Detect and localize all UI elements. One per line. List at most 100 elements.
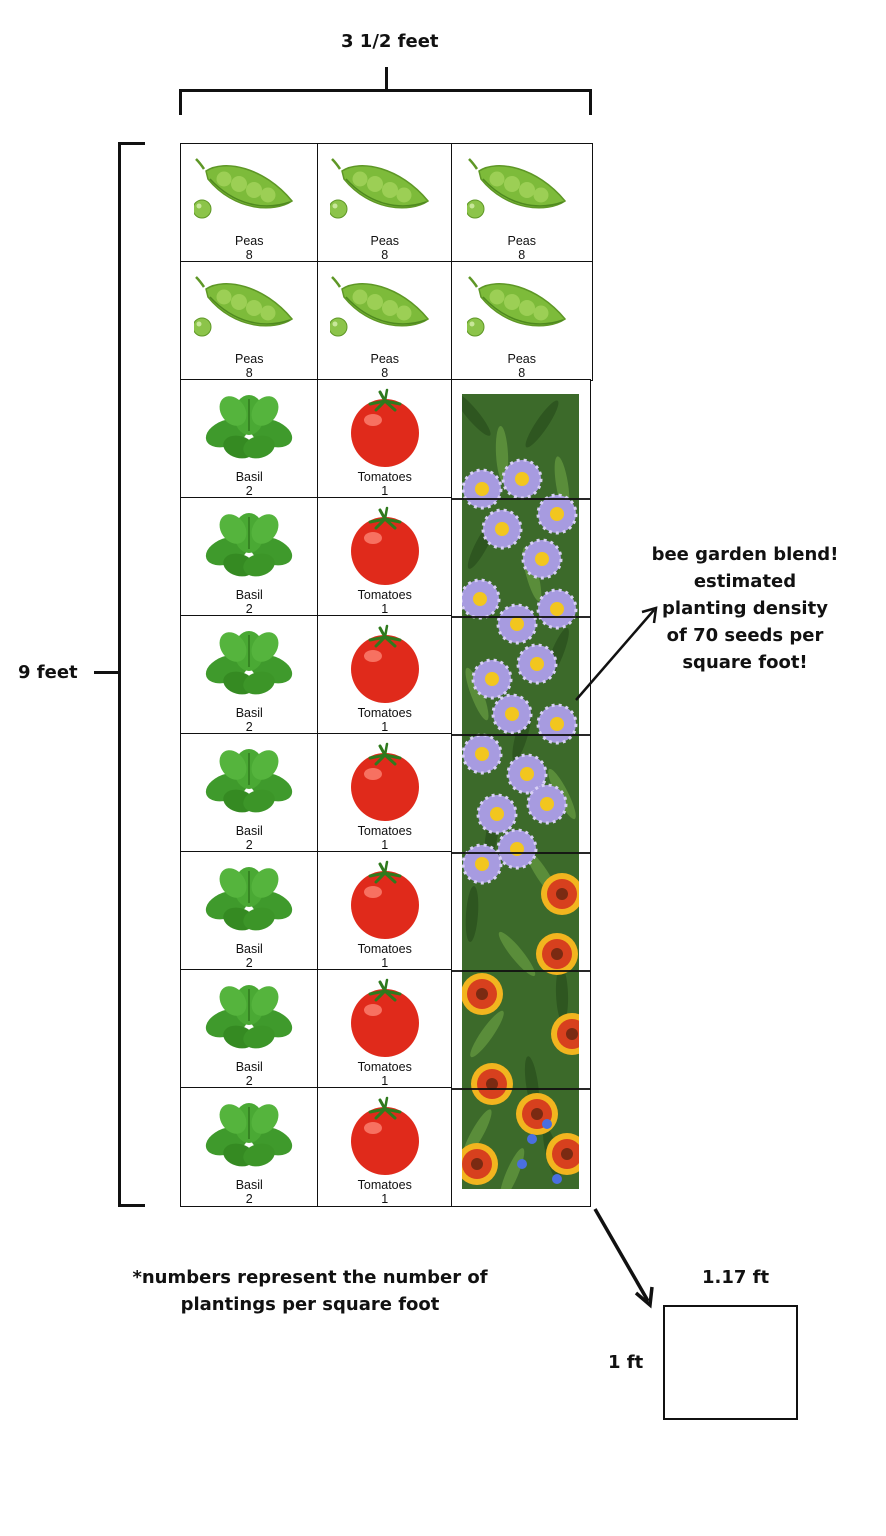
basil-leaves-icon (181, 742, 318, 822)
tomato-icon (318, 742, 452, 822)
bee-garden-flower-column (451, 379, 591, 1207)
flower-row-divider (452, 852, 590, 854)
footnote-line: plantings per square foot (180, 1294, 440, 1315)
tomato-icon (318, 506, 452, 586)
basil-leaves-icon (181, 624, 318, 704)
plant-name: Tomatoes (357, 824, 412, 838)
flower-note: bee garden blend! estimated planting den… (645, 541, 845, 676)
flower-note-line: square foot! (682, 652, 808, 673)
plant-count: 1 (381, 1074, 389, 1088)
plant-count: 1 (381, 956, 389, 970)
pea-pod-icon (318, 270, 452, 350)
plant-name: Basil (235, 706, 263, 720)
plant-count: 8 (381, 366, 389, 380)
plant-count: 8 (518, 366, 526, 380)
plant-count: 2 (245, 1074, 253, 1088)
flower-row-divider (452, 734, 590, 736)
pea-pod-icon (181, 270, 318, 350)
flower-row-divider (452, 616, 590, 618)
footnote: *numbers represent the number of plantin… (120, 1264, 500, 1318)
footnote-line: *numbers represent the number of (132, 1267, 488, 1288)
flower-row-divider (452, 498, 590, 500)
plant-count: 8 (518, 248, 526, 262)
plant-count: 1 (381, 1192, 389, 1206)
plant-name: Peas (235, 352, 264, 366)
flower-row-divider (452, 1088, 590, 1090)
plant-name: Basil (235, 588, 263, 602)
plant-count: 2 (245, 484, 253, 498)
plant-name: Tomatoes (357, 588, 412, 602)
flower-note-line: planting density (662, 598, 828, 619)
plant-count: 8 (381, 248, 389, 262)
flower-note-line: estimated (693, 571, 797, 592)
plant-name: Peas (507, 234, 537, 248)
square-height-label: 1 ft (608, 1352, 644, 1373)
plant-count: 2 (245, 720, 253, 734)
plant-name: Basil (235, 1060, 263, 1074)
plant-name: Basil (235, 470, 263, 484)
plant-count: 2 (245, 956, 253, 970)
pea-pod-icon (318, 152, 452, 232)
basil-leaves-icon (181, 860, 318, 940)
flower-note-arrow (575, 606, 658, 701)
flower-row-divider (452, 970, 590, 972)
flower-note-line: of 70 seeds per (666, 625, 824, 646)
plant-count: 1 (381, 484, 389, 498)
tomato-icon (318, 860, 452, 940)
plant-name: Peas (370, 352, 400, 366)
plant-name: Peas (235, 234, 264, 248)
plant-name: Tomatoes (357, 470, 412, 484)
plant-name: Peas (507, 352, 537, 366)
tomato-icon (318, 1096, 452, 1176)
square-detail-arrow (593, 1208, 654, 1309)
one-square-foot-box (663, 1305, 798, 1420)
tomato-icon (318, 978, 452, 1058)
height-label: 9 feet (18, 662, 78, 683)
flower-note-line: bee garden blend! (651, 544, 839, 565)
basil-leaves-icon (181, 388, 318, 468)
plant-count: 2 (245, 838, 253, 852)
tomato-icon (318, 624, 452, 704)
plant-count: 2 (245, 602, 253, 616)
plant-count: 8 (245, 366, 253, 380)
plant-name: Tomatoes (357, 706, 412, 720)
width-label: 3 1/2 feet (341, 31, 439, 52)
plant-count: 1 (381, 602, 389, 616)
plant-name: Basil (235, 1178, 263, 1192)
tomato-icon (318, 388, 452, 468)
basil-leaves-icon (181, 978, 318, 1058)
wildflower-image (462, 394, 579, 1189)
plant-count: 8 (245, 248, 253, 262)
plant-name: Tomatoes (357, 1060, 412, 1074)
square-width-label: 1.17 ft (702, 1267, 770, 1288)
pea-pod-icon (452, 270, 592, 350)
plant-name: Basil (235, 824, 263, 838)
plant-name: Tomatoes (357, 942, 412, 956)
plant-count: 1 (381, 720, 389, 734)
pea-pod-icon (452, 152, 592, 232)
plant-count: 2 (245, 1192, 253, 1206)
pea-pod-icon (181, 152, 318, 232)
plant-name: Tomatoes (357, 1178, 412, 1192)
basil-leaves-icon (181, 506, 318, 586)
